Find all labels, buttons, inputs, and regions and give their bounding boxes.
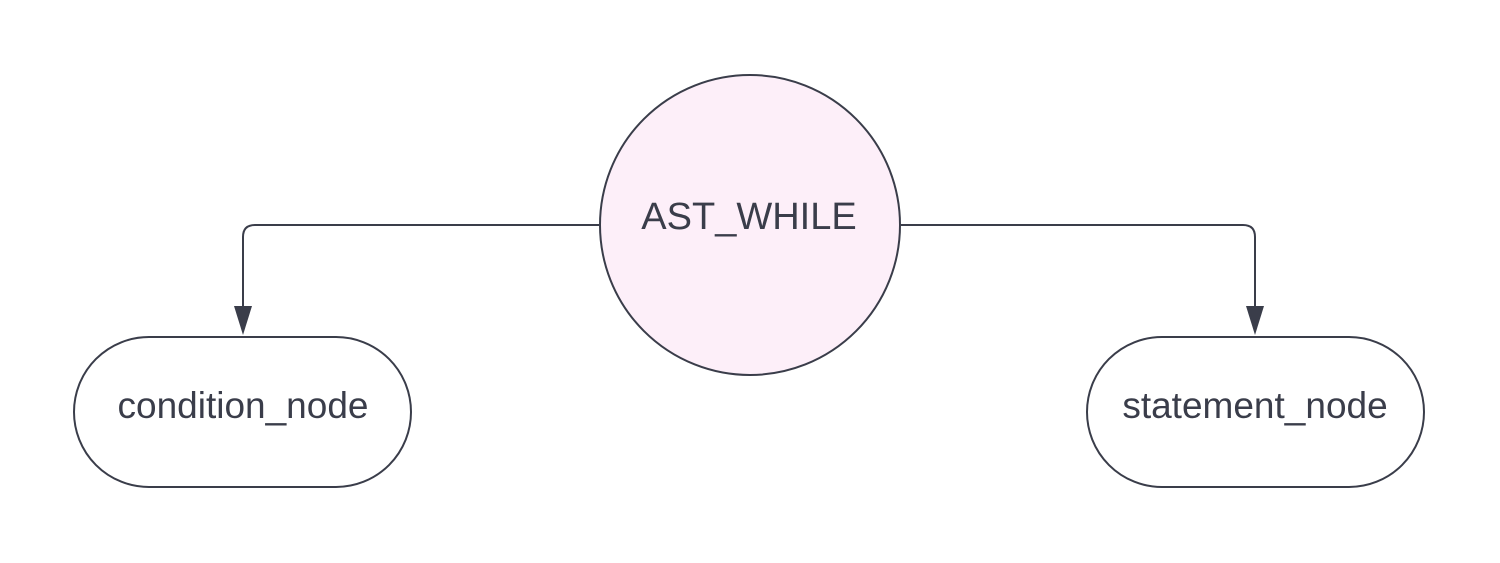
arrowhead-statement [1246, 306, 1264, 335]
node-ast-while-label: AST_WHILE [641, 196, 856, 238]
node-statement[interactable]: statement_node [1086, 336, 1425, 488]
edge-root-to-statement [901, 224, 1256, 308]
node-condition[interactable]: condition_node [73, 336, 412, 488]
node-condition-shape [73, 336, 412, 488]
node-ast-while-shape [599, 74, 901, 376]
node-statement-shape [1086, 336, 1425, 488]
arrowhead-condition [234, 306, 252, 335]
node-ast-while[interactable]: AST_WHILE [599, 74, 901, 376]
node-statement-label: statement_node [1122, 385, 1387, 426]
edge-root-to-condition [242, 224, 599, 308]
node-condition-label: condition_node [118, 385, 369, 426]
